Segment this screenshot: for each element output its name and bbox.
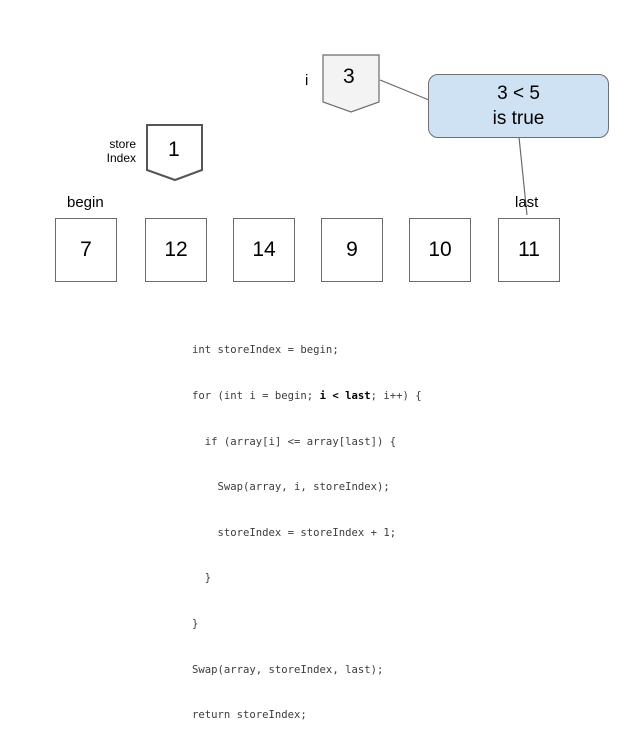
store-index-label-line1: store [109,137,136,151]
callout-line2: is true [492,108,545,129]
callout-connector-last [518,136,528,216]
code-line-4: Swap(array, i, storeIndex); [192,481,390,494]
code-line-2: for (int i = begin; i < last; i++) { [192,389,422,404]
code-line-7: } [192,617,199,630]
i-pointer-shape [322,54,380,113]
code-line-2-pre: for (int i = begin; [192,390,320,402]
partition-code: int storeIndex = begin; for (int i = beg… [192,313,422,754]
callout-connector-i [379,79,430,101]
array-cell-4: 10 [409,218,471,282]
code-line-2-condition: i < last [319,390,371,402]
code-line-9: return storeIndex; [192,709,307,722]
i-label: i [305,72,309,89]
array-cell-2: 14 [233,218,295,282]
store-index-label-line2: Index [106,151,136,165]
last-label: last [515,194,539,211]
diagram-shapes [146,54,528,216]
code-line-5: storeIndex = storeIndex + 1; [192,526,397,539]
begin-label: begin [67,194,104,211]
code-line-6: } [192,572,212,585]
code-line-8: Swap(array, storeIndex, last); [192,663,384,676]
array-cell-3: 9 [321,218,383,282]
array-cell-5: 11 [498,218,560,282]
code-line-1: int storeIndex = begin; [192,344,339,357]
i-pointer-value: 3 [343,65,355,88]
partition-diagram: 3 1 i store Index begin last 3 < 5 is tr… [55,54,609,721]
callout-line1: 3 < 5 [497,83,540,104]
store-index-label: store Index [98,137,136,165]
array-cell-0: 7 [55,218,117,282]
store-index-pointer-value: 1 [168,138,180,161]
comparison-callout: 3 < 5 is true [428,74,609,138]
store-index-pointer-shape [146,124,203,182]
code-line-3: if (array[i] <= array[last]) { [192,435,397,448]
code-line-2-post: ; i++) { [370,390,422,402]
array-cell-1: 12 [145,218,207,282]
